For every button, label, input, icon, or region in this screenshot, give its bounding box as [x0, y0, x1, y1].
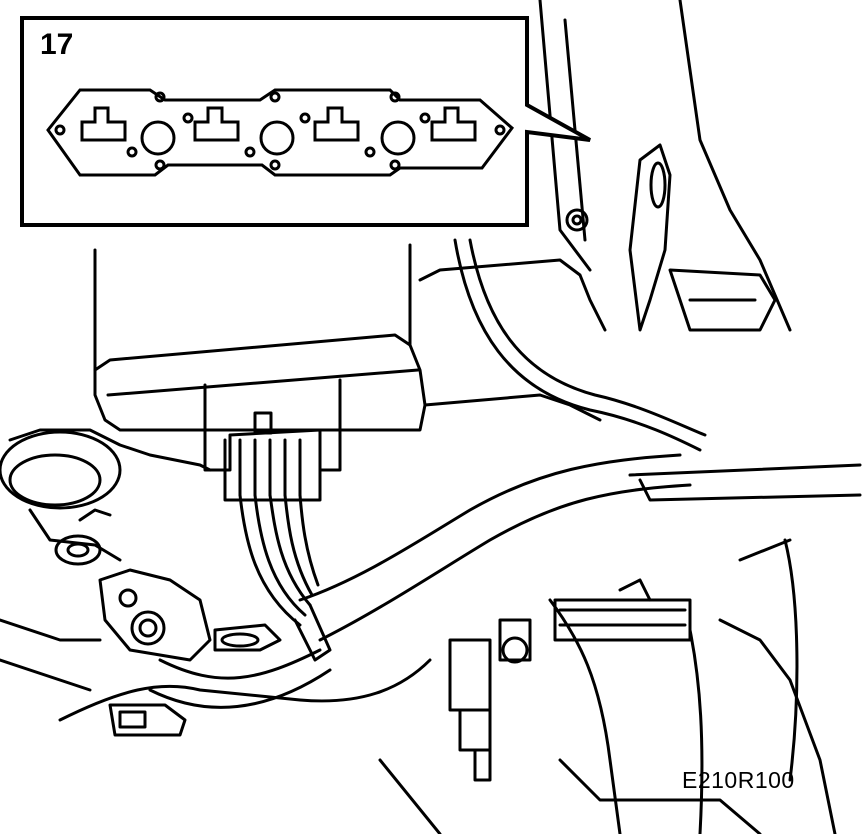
intake-gasket: [46, 88, 515, 177]
callout-number: 17: [40, 28, 74, 61]
intake-manifold-housing: [93, 0, 792, 432]
figure-code: E210R100: [682, 767, 795, 793]
left-port-flange: [0, 428, 212, 566]
electrical-connector: [203, 378, 342, 627]
gasket-inset-callout: [20, 16, 591, 227]
engine-edges: [0, 538, 799, 834]
coolant-hose: [548, 578, 837, 834]
wiring-loom: [58, 238, 862, 722]
mounting-bracket: [565, 143, 672, 332]
sensor-plug: [448, 618, 532, 782]
lower-left-bracket: [98, 568, 282, 737]
